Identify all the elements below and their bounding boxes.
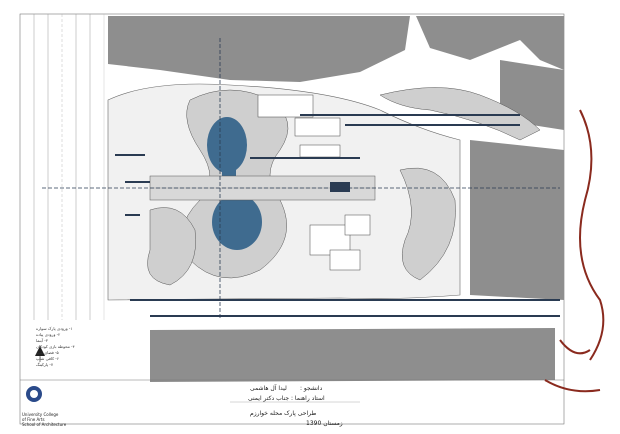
university-line: University College xyxy=(22,412,59,417)
buildings-north xyxy=(108,16,564,82)
legend-item: ۴- محوطه بازی کودکان xyxy=(36,344,75,349)
university-name: University College of Fine Arts School o… xyxy=(22,412,66,427)
north-arrow-icon xyxy=(35,346,45,362)
legend-item: ۷- پارکینگ xyxy=(36,362,54,367)
pavilions xyxy=(257,94,371,271)
university-line: of Fine Arts xyxy=(22,417,45,422)
buildings-south xyxy=(150,328,555,382)
university-line: School of Architecture xyxy=(22,422,67,427)
legend-item: ۳- آبنما xyxy=(36,338,48,343)
legend-item: ۵- فضای سبز xyxy=(36,350,59,355)
author-label: دانشجو : xyxy=(300,385,323,392)
legend-item: ۱- ورودی پارک سواره xyxy=(36,326,73,331)
legend-item: ۶- کافی شاپ xyxy=(36,356,59,361)
section-lines xyxy=(115,114,560,317)
central-feature xyxy=(330,182,350,192)
author-name: لیدا آل هاشمی xyxy=(250,385,287,392)
university-logo-icon xyxy=(26,386,42,402)
street-west xyxy=(33,14,105,320)
semester-label: زمستان 1390 xyxy=(306,420,343,427)
calligraphy-logo-icon xyxy=(544,109,605,393)
legend-item: ۲- ورودی پیاده xyxy=(36,332,61,337)
advisor-name: استاد راهنما : جناب دکتر ایمنی xyxy=(248,395,325,402)
project-title: طراحی پارک محله خوارزم xyxy=(250,410,317,417)
axis-lines xyxy=(42,38,560,320)
buildings-east xyxy=(470,60,564,300)
